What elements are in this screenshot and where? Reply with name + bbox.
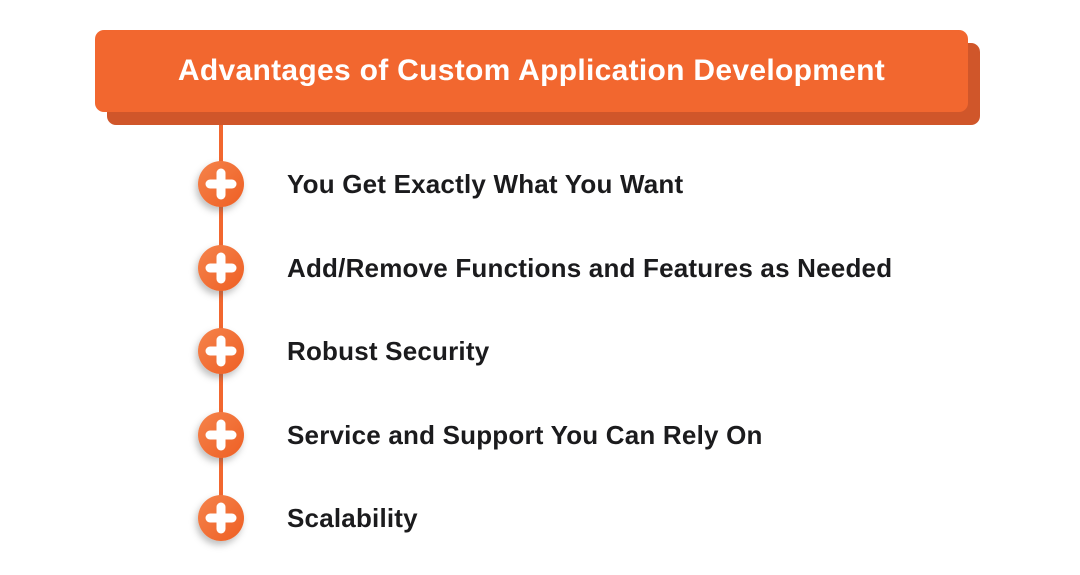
list-item-label: Scalability [287, 502, 418, 533]
plus-icon [198, 161, 244, 207]
list-item-label: Service and Support You Can Rely On [287, 419, 763, 450]
header-banner: Advantages of Custom Application Develop… [95, 30, 968, 112]
list-item-label: Add/Remove Functions and Features as Nee… [287, 252, 893, 283]
plus-icon [198, 495, 244, 541]
list-item: Add/Remove Functions and Features as Nee… [198, 245, 892, 291]
list-item: Service and Support You Can Rely On [198, 412, 763, 458]
list-item-label: You Get Exactly What You Want [287, 168, 684, 199]
list-item: Robust Security [198, 328, 489, 374]
list-item-label: Robust Security [287, 335, 490, 366]
list-item: Scalability [198, 495, 418, 541]
plus-icon [198, 412, 244, 458]
page-title: Advantages of Custom Application Develop… [177, 54, 886, 87]
plus-icon [198, 328, 244, 374]
plus-icon [198, 245, 244, 291]
timeline-line [219, 112, 223, 518]
list-item: You Get Exactly What You Want [198, 161, 683, 207]
